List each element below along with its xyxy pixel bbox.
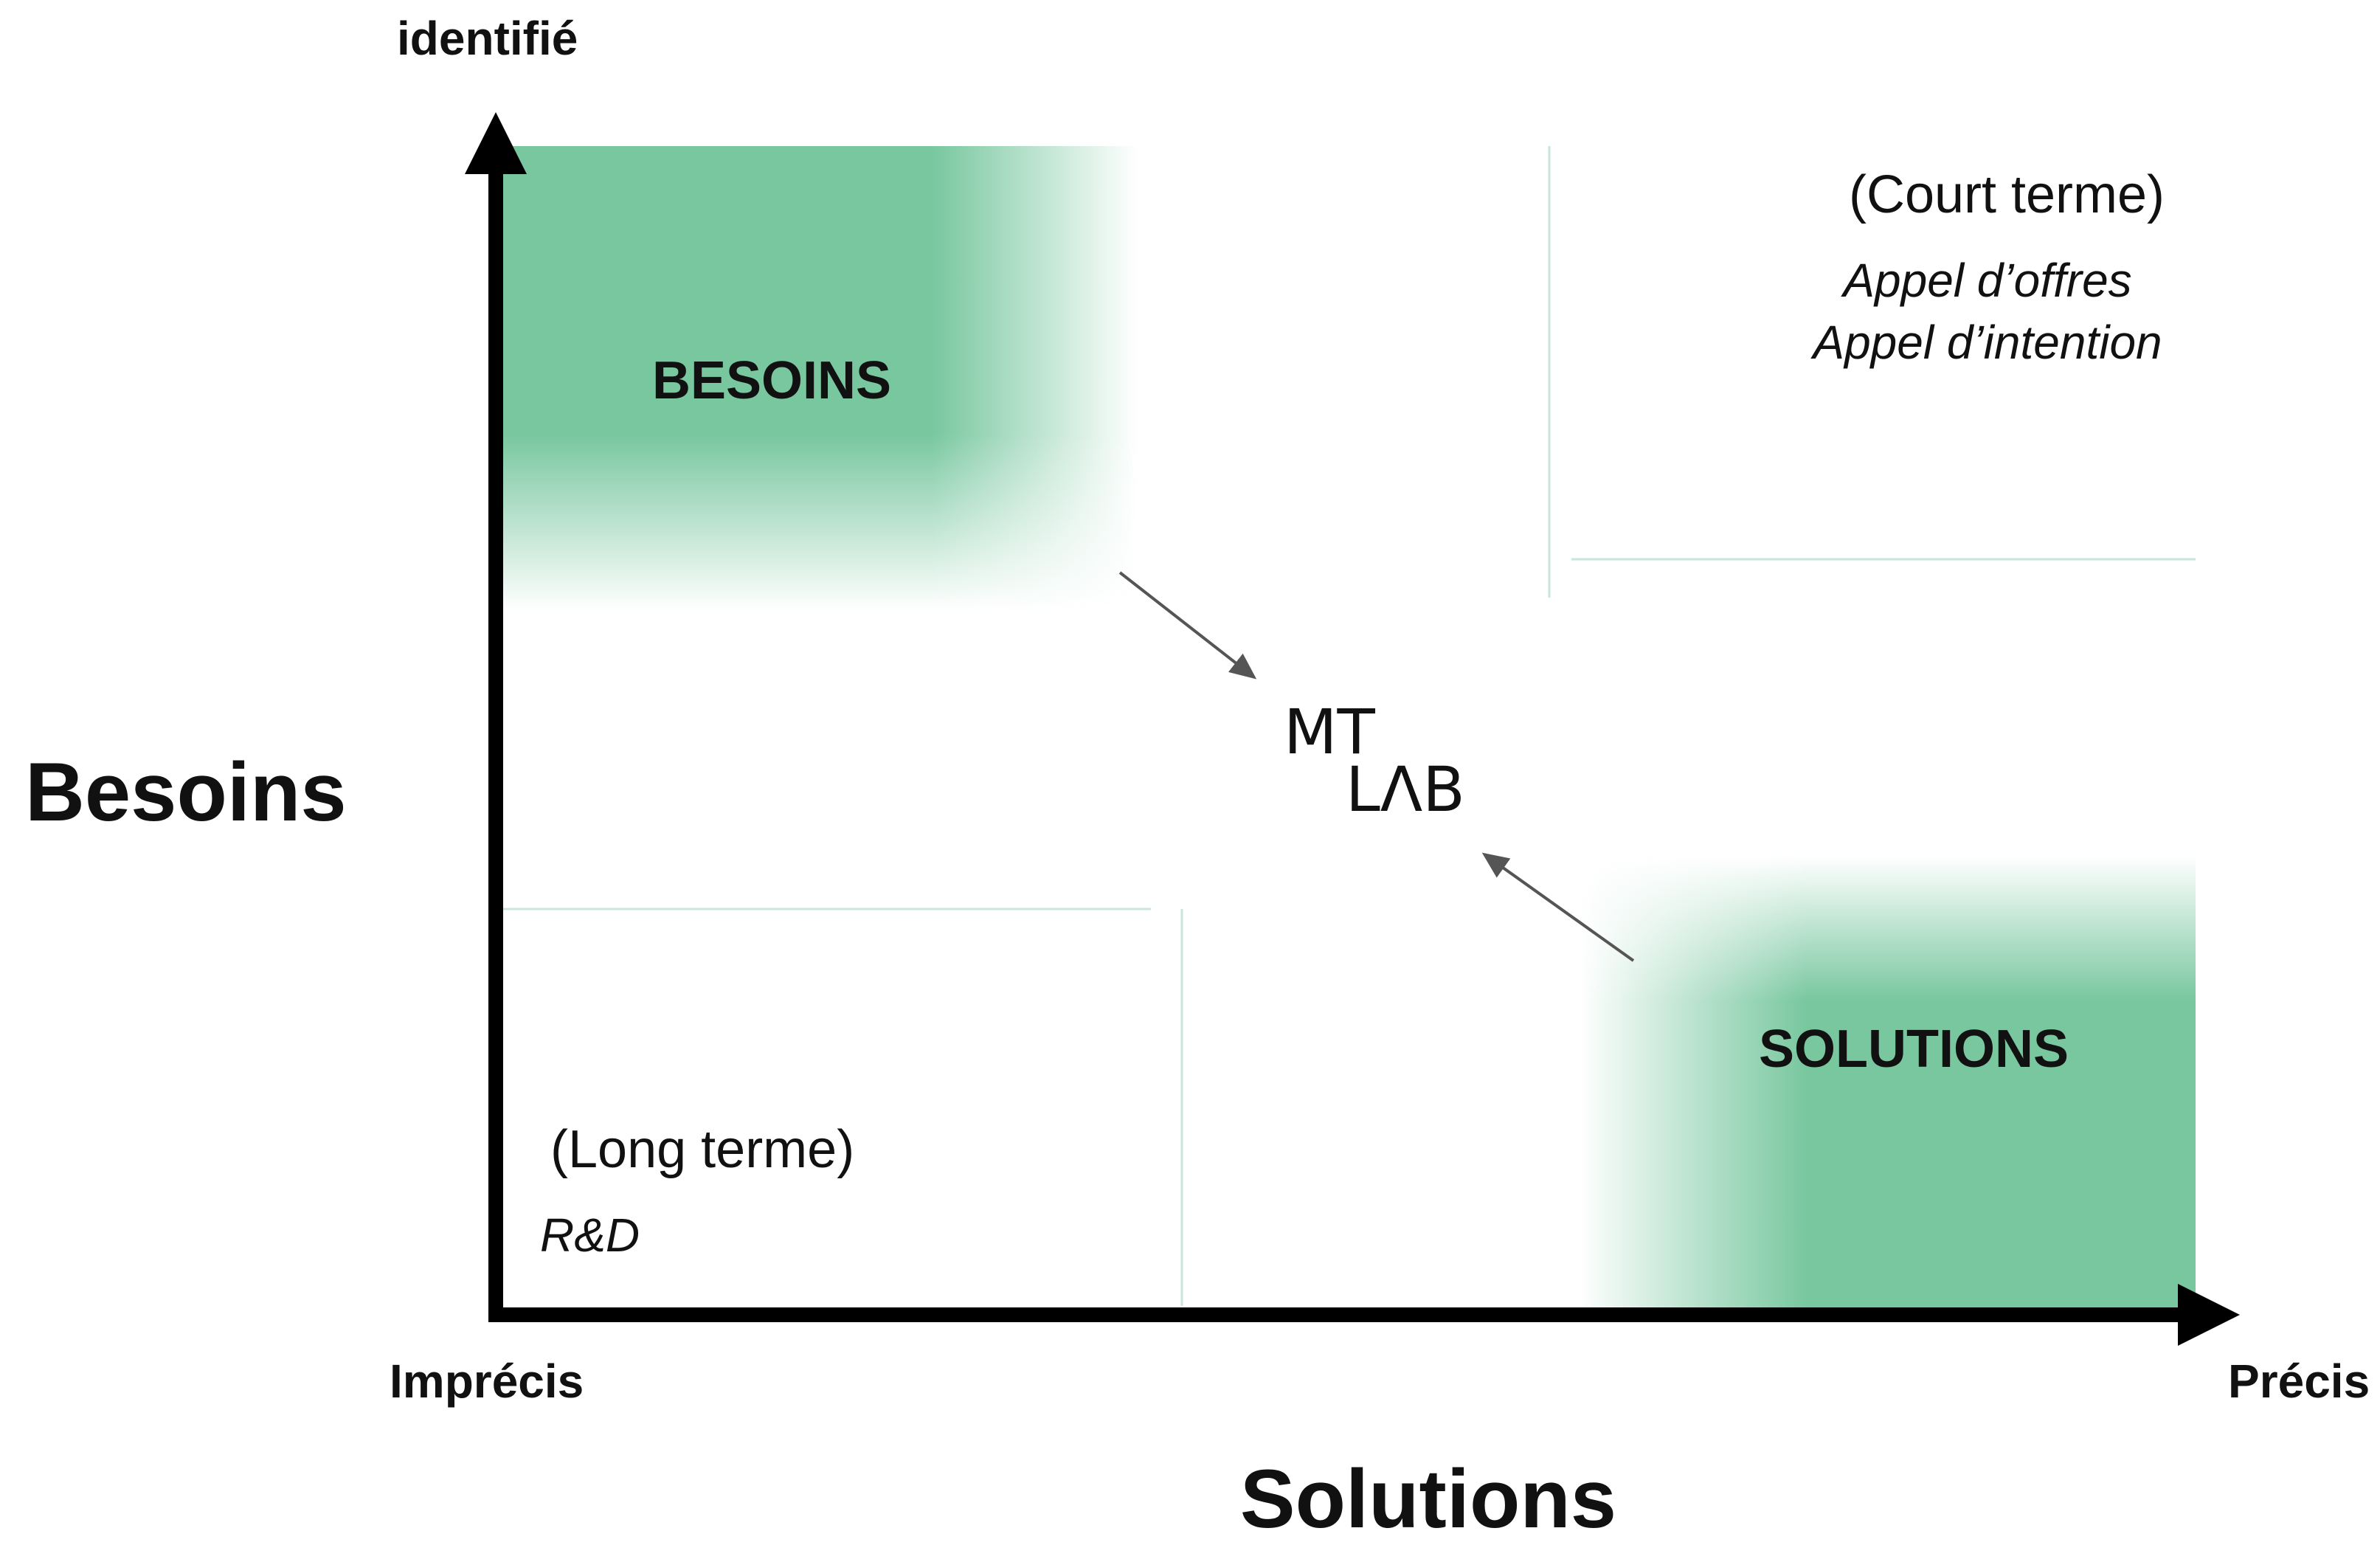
besoins-zone xyxy=(496,146,1138,611)
logo-bottom-text: LΛB xyxy=(1346,753,1465,826)
short-term-label: (Court terme) xyxy=(1848,165,2165,224)
long-term-label: (Long terme) xyxy=(550,1120,855,1179)
solutions-zone-label: SOLUTIONS xyxy=(1759,1020,2069,1079)
example-appel-offres: Appel d’offres xyxy=(1843,254,2132,307)
mtlab-logo: MT LΛB xyxy=(1284,694,1465,820)
x-axis-right-label: Précis xyxy=(2228,1355,2370,1408)
y-axis-arrowhead xyxy=(465,112,527,174)
y-axis-title: Besoins xyxy=(25,746,347,838)
example-rnd: R&D xyxy=(540,1209,640,1262)
solutions-zone xyxy=(1579,856,2196,1309)
x-axis-left-label: Imprécis xyxy=(390,1355,584,1408)
y-axis-top-label: identifié xyxy=(397,12,578,65)
arrow-besoins-to-logo xyxy=(1118,571,1257,680)
logo-top-text: MT xyxy=(1284,696,1375,768)
besoins-zone-label: BESOINS xyxy=(652,351,892,410)
example-appel-intention: Appel d’intention xyxy=(1813,316,2162,369)
x-axis-title: Solutions xyxy=(1239,1453,1617,1545)
x-axis-arrowhead xyxy=(2178,1284,2240,1346)
arrow-solutions-to-logo xyxy=(1481,852,1635,962)
